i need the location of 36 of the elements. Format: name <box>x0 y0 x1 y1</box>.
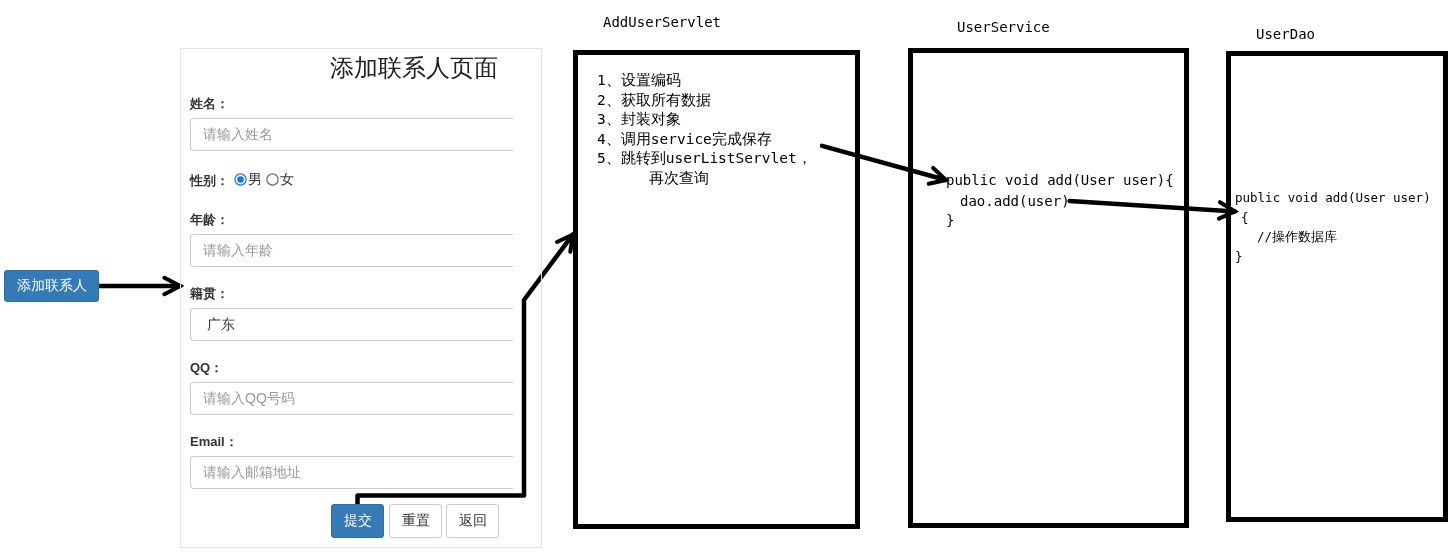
field-label: 年龄： <box>190 211 229 229</box>
code-line: { <box>1240 208 1250 227</box>
input-field: 请输入年龄 <box>190 234 513 267</box>
input-field: 广东 <box>190 308 513 341</box>
code-line: public void add(User user) <box>1235 189 1431 207</box>
page-title: 添加联系人页面 <box>330 53 498 83</box>
code-line: dao.add(user) <box>960 193 1070 209</box>
form-panel <box>180 48 542 548</box>
box-heading: UserService <box>957 19 1050 35</box>
list-item: 1、设置编码 <box>597 71 682 90</box>
field-label: 姓名： <box>190 95 229 113</box>
submit-button: 提交 <box>331 504 384 538</box>
input-field: 请输入姓名 <box>190 118 513 151</box>
back-button: 返回 <box>446 504 499 538</box>
list-item: 4、调用service完成保存 <box>597 129 773 149</box>
arrow <box>819 143 949 186</box>
add-contact-button: 添加联系人 <box>4 270 99 302</box>
list-item: 5、跳转到userListServlet，再次查询 <box>597 149 813 188</box>
code-line: } <box>946 212 955 228</box>
code-line: public void add(User user){ <box>946 172 1174 188</box>
list-item: 2、获取所有数据 <box>597 90 712 110</box>
field-label: 性别： <box>190 172 229 190</box>
field-label: 籍贯： <box>190 285 229 303</box>
reset-button: 重置 <box>389 504 442 538</box>
box-heading: AddUserServlet <box>603 14 721 30</box>
option-label: 男 <box>248 171 262 189</box>
input-field: 请输入QQ号码 <box>190 382 513 415</box>
input-field: 请输入邮箱地址 <box>190 456 513 489</box>
box-heading: UserDao <box>1256 26 1315 42</box>
option-label: 女 <box>280 171 294 189</box>
list-item: 3、封装对象 <box>597 110 682 129</box>
code-line: } <box>1235 247 1244 266</box>
arrow <box>1067 198 1238 221</box>
field-label: QQ： <box>190 359 224 377</box>
field-label: Email： <box>190 433 238 451</box>
code-line: //操作数据库 <box>1256 228 1339 246</box>
